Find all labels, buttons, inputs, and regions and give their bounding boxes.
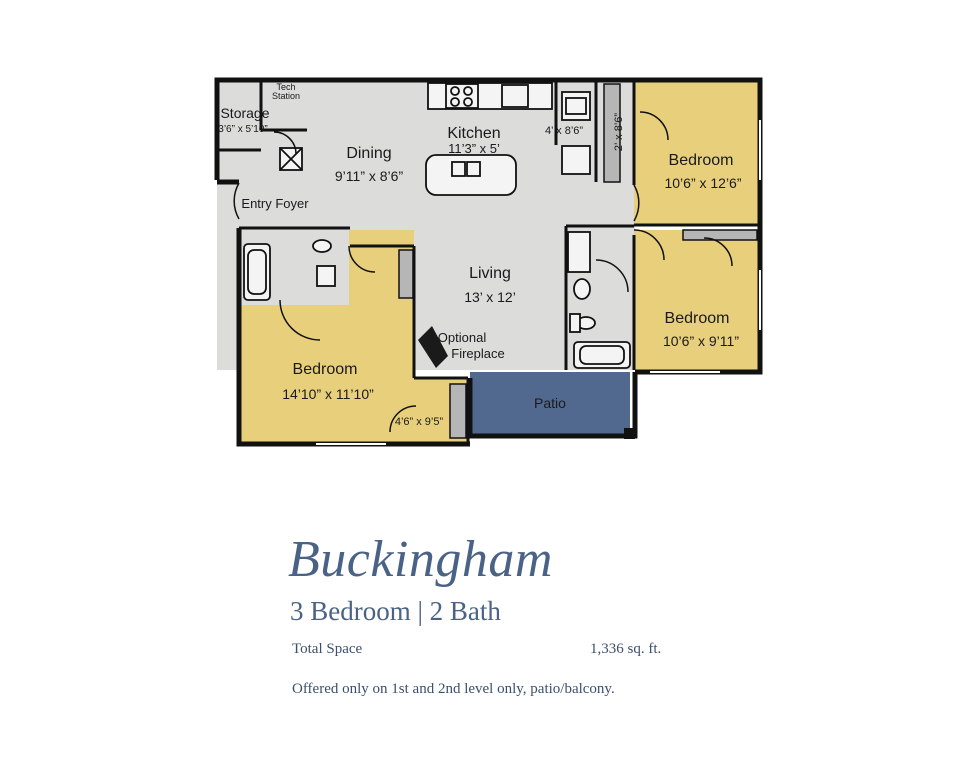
storage-label: Storage xyxy=(220,105,269,121)
kitchen-dimensions: 11’3” x 5’ xyxy=(448,141,500,156)
dining-label: Dining xyxy=(346,145,391,162)
floorplan-title: Buckingham xyxy=(288,531,553,588)
fireplace-label-2: Fireplace xyxy=(451,346,504,361)
kitchen-fixtures xyxy=(425,82,591,196)
kitchen-label: Kitchen xyxy=(447,125,500,142)
dining-dimensions: 9’11” x 8’6” xyxy=(335,168,404,184)
master-bedroom-dimensions: 14’10” x 11’10” xyxy=(282,386,374,402)
master-bedroom-label: Bedroom xyxy=(293,361,358,378)
living-label: Living xyxy=(469,265,511,282)
fireplace-symbol xyxy=(418,326,448,368)
bedroom-2-dimensions: 10’6” x 12’6” xyxy=(664,175,741,191)
bedroom-3-label: Bedroom xyxy=(665,310,730,327)
bedroom-3-dimensions: 10’6” x 9’11” xyxy=(663,333,739,349)
living-dimensions: 13’ x 12’ xyxy=(464,289,516,305)
linen-dimensions: 2’ x 8’6” xyxy=(613,113,625,151)
fireplace-label: Optional xyxy=(438,330,487,345)
master-closet-dimensions: 4’6” x 9’5” xyxy=(395,416,444,428)
door-swings xyxy=(233,111,733,433)
total-space-label: Total Space xyxy=(292,641,363,657)
total-space-value: 1,336 sq. ft. xyxy=(590,641,662,657)
closet-shelves xyxy=(398,83,758,439)
availability-note: Offered only on 1st and 2nd level only, … xyxy=(292,681,615,697)
tech-station-label-2: Station xyxy=(272,91,300,101)
storage-dimensions: 3’6” x 5’10” xyxy=(218,124,267,135)
interior-walls xyxy=(217,82,760,444)
pantry-dimensions: 4’ x 8’6” xyxy=(545,125,583,137)
bedroom-2-area xyxy=(634,82,760,225)
bedroom-2-label: Bedroom xyxy=(669,152,734,169)
patio-area xyxy=(470,372,630,434)
floor-plan-diagram: Tech Station Storage 3’6” x 5’10” Dining… xyxy=(214,77,763,447)
bath-fixtures xyxy=(243,231,631,369)
bedroom-3-area xyxy=(634,230,760,370)
patio-label: Patio xyxy=(534,395,566,411)
entry-foyer-label: Entry Foyer xyxy=(241,196,309,211)
windows xyxy=(316,120,761,445)
tech-station-label: Tech xyxy=(276,82,295,92)
floorplan-config: 3 Bedroom | 2 Bath xyxy=(290,596,501,626)
storage-mechanical xyxy=(279,147,303,171)
